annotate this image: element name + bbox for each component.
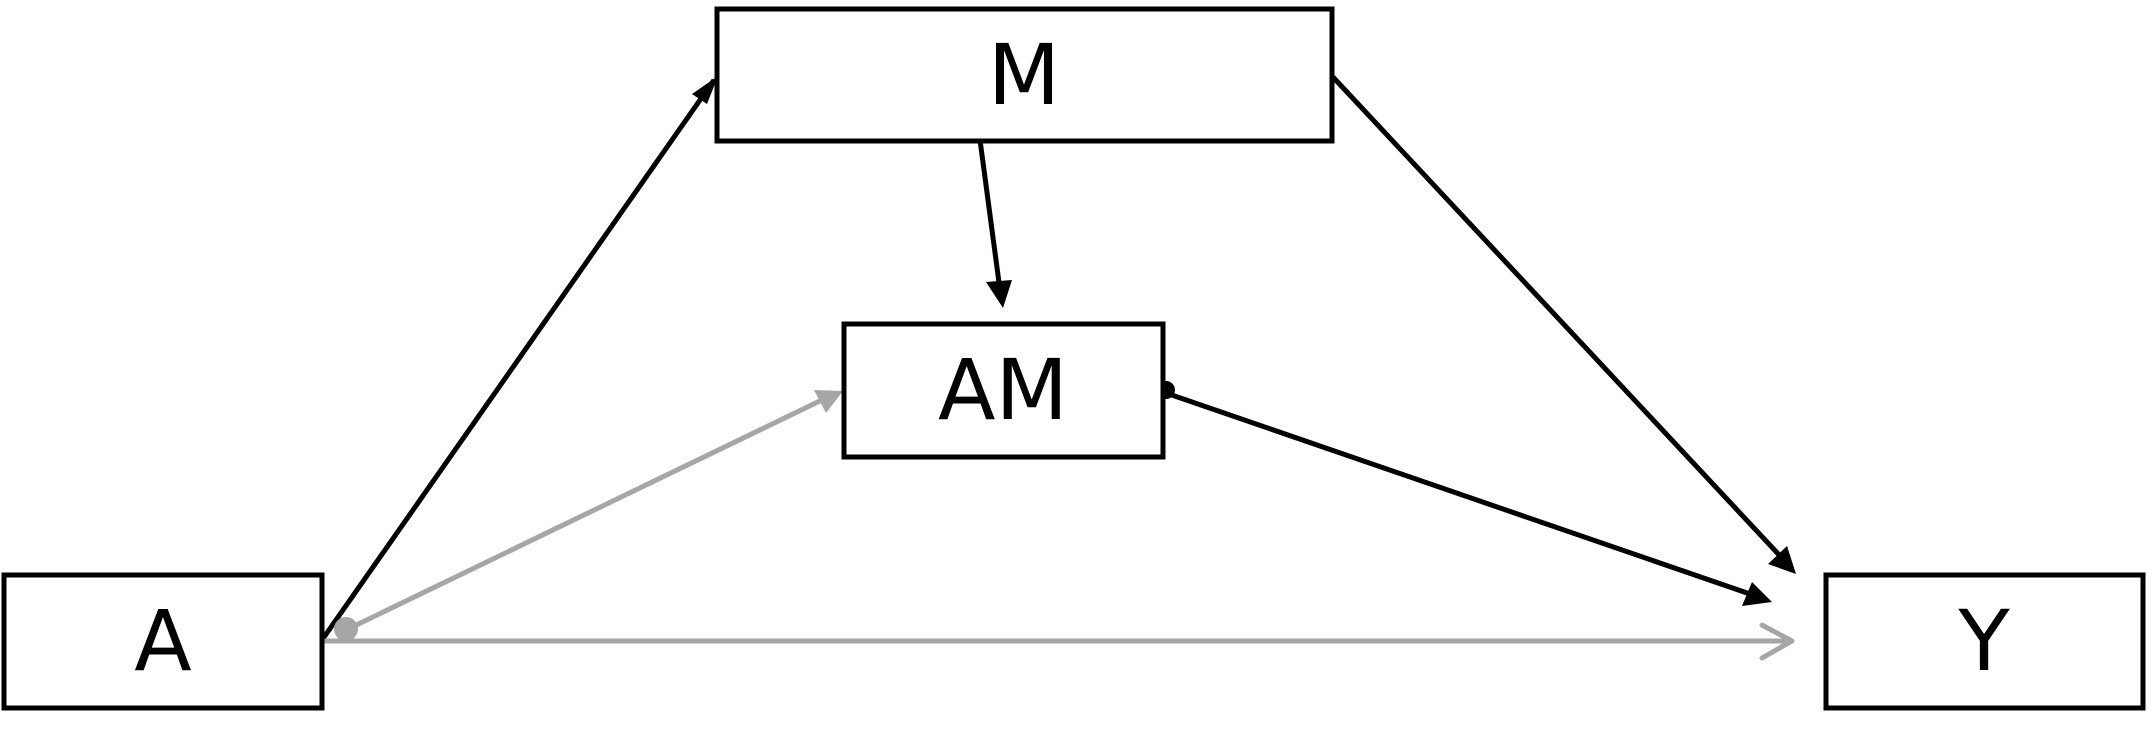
- edge-am-to-y: [1162, 389, 1751, 597]
- node-m: M: [714, 6, 1335, 144]
- edge-a-to-am-tail-dot: [334, 617, 358, 641]
- node-y-box: [1823, 572, 2146, 711]
- node-y-label: Y: [1957, 592, 2010, 690]
- node-am-label: AM: [938, 341, 1068, 439]
- edge-am-to-y-arrowhead: [1742, 582, 1772, 606]
- edge-a-to-am: [344, 395, 828, 633]
- edge-a-to-m-arrowhead: [692, 76, 718, 104]
- edge-m-to-am: [977, 139, 1003, 291]
- edge-a-to-m: [319, 78, 717, 642]
- node-a-label: A: [134, 592, 191, 690]
- node-a-box: [1, 572, 325, 711]
- node-am-box: [841, 321, 1166, 460]
- edge-m-to-y-arrowhead: [1768, 546, 1796, 574]
- edge-m-to-y: [1330, 74, 1784, 560]
- edge-a-to-y-arrowhead: [1759, 622, 1795, 661]
- node-y: Y: [1823, 572, 2146, 711]
- node-am: AM: [841, 321, 1166, 460]
- edge-m-to-am-arrowhead: [986, 280, 1012, 308]
- node-m-label: M: [988, 26, 1060, 124]
- node-m-box: [714, 6, 1335, 144]
- node-a: A: [1, 572, 325, 711]
- edges: [319, 74, 1796, 661]
- edge-a-to-am-arrowhead: [814, 390, 843, 413]
